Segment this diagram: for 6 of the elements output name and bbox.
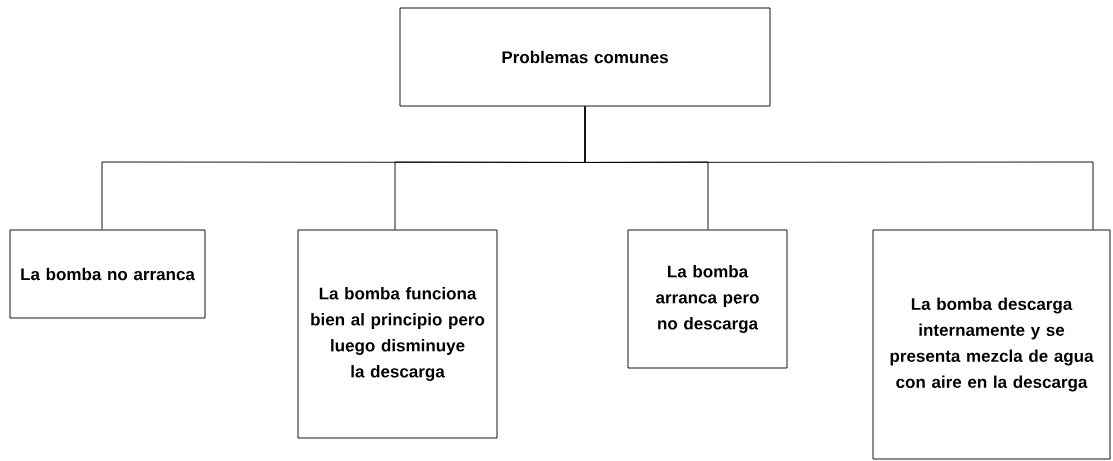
- problem-box: La bomba arranca pero no descarga: [627, 229, 788, 369]
- problem-box: La bomba descarga internamente y se presenta mezcla de agua con aire en la descarga: [872, 229, 1111, 460]
- title-box: Problemas comunes: [399, 7, 771, 107]
- problem-box: La bomba funciona bien al principio pero luego disminuye la descarga: [297, 229, 498, 439]
- problem-box: La bomba no arranca: [9, 229, 206, 319]
- connector-line: [584, 106, 1094, 230]
